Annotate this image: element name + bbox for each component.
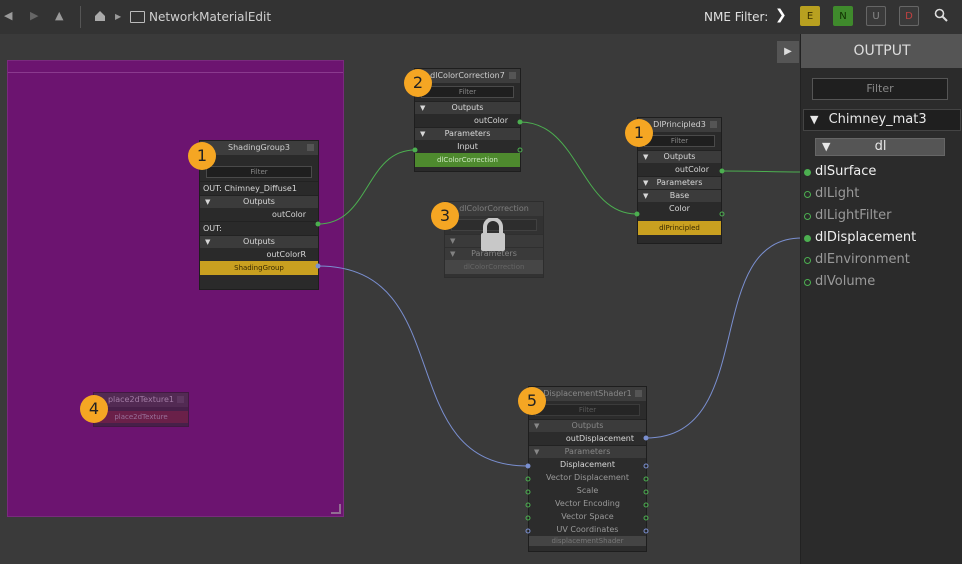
- node-filter-input[interactable]: Filter: [206, 166, 312, 178]
- node-footer: displacementShader: [529, 536, 646, 546]
- connector-dot-icon[interactable]: [804, 279, 811, 286]
- output-label: dlEnvironment: [815, 252, 910, 267]
- node-output-label: OUT: Chimney_Diffuse1: [200, 181, 318, 195]
- param-displacement[interactable]: Displacement: [560, 460, 615, 469]
- output-label: dlSurface: [815, 164, 877, 179]
- filter-button-u[interactable]: U: [866, 6, 886, 26]
- triangle-down-icon: ▼: [822, 140, 831, 153]
- connector-dot-icon[interactable]: [804, 191, 811, 198]
- node-section-parameters: ▼Parameters: [638, 176, 721, 189]
- node-footer: dlPrincipled: [638, 221, 721, 235]
- forward-icon[interactable]: ▶: [30, 9, 39, 22]
- node-place2d-texture[interactable]: place2dTexture1 place2dTexture: [93, 392, 189, 427]
- output-dllight[interactable]: dlLight: [804, 186, 860, 201]
- param-scale[interactable]: Scale: [576, 486, 599, 495]
- node-section-parameters: ▼Parameters: [529, 445, 646, 458]
- node-filter-input[interactable]: Filter: [644, 135, 715, 147]
- resize-handle-icon[interactable]: [331, 504, 341, 514]
- node-section-parameters: ▼Parameters: [415, 127, 520, 140]
- output-label: dlVolume: [815, 274, 876, 289]
- port-out-color[interactable]: outColor: [474, 116, 508, 125]
- breadcrumb[interactable]: NetworkMaterialEdit: [149, 10, 272, 24]
- chevron-right-icon[interactable]: ❯: [775, 7, 787, 23]
- output-label: dlLight: [815, 186, 860, 201]
- param-uv-coordinates[interactable]: UV Coordinates: [556, 525, 619, 534]
- node-footer: dlColorCorrection: [415, 153, 520, 167]
- connector-dot-icon[interactable]: [804, 235, 811, 242]
- output-dlvolume[interactable]: dlVolume: [804, 274, 876, 289]
- output-group-chimney[interactable]: ▼ Chimney_mat3: [803, 109, 961, 131]
- node-principled3[interactable]: DlPrincipled3 Filter ▼Outputs outColor ▼…: [637, 117, 722, 244]
- node-section-outputs: ▼Outputs: [529, 419, 646, 432]
- up-icon[interactable]: ▲: [55, 9, 64, 22]
- port-out-color[interactable]: outColor: [675, 165, 709, 174]
- number-badge: 5: [518, 387, 546, 415]
- number-badge: 1: [188, 142, 216, 170]
- node-title: DlPrincipled3: [638, 118, 721, 132]
- lock-icon: [481, 218, 505, 251]
- node-section-outputs: ▼Outputs: [200, 235, 318, 248]
- output-dlenvironment[interactable]: dlEnvironment: [804, 252, 910, 267]
- nme-filter-label: NME Filter:: [704, 10, 769, 24]
- number-badge: 2: [404, 69, 432, 97]
- node-section-outputs: ▼Outputs: [200, 195, 318, 208]
- node-footer: ShadingGroup: [200, 261, 318, 275]
- output-dllightfilter[interactable]: dlLightFilter: [804, 208, 892, 223]
- node-title: DisplacementShader1: [529, 387, 646, 401]
- filter-button-e[interactable]: E: [800, 6, 820, 26]
- number-badge: 1: [625, 119, 653, 147]
- node-section-outputs: ▼Outputs: [638, 150, 721, 163]
- param-vector-encoding[interactable]: Vector Encoding: [555, 499, 620, 508]
- connector-dot-icon[interactable]: [804, 257, 811, 264]
- number-badge: 3: [431, 202, 459, 230]
- output-dlsurface[interactable]: dlSurface: [804, 164, 877, 179]
- output-panel: OUTPUT Filter ▼ Chimney_mat3 ▼ dl dlSurf…: [800, 34, 962, 564]
- triangle-down-icon: ▼: [810, 113, 819, 126]
- port-out-color-r[interactable]: outColorR: [266, 250, 306, 259]
- param-vector-space[interactable]: Vector Space: [561, 512, 614, 521]
- port-color[interactable]: Color: [669, 204, 690, 213]
- node-section-base: ▼Base: [638, 189, 721, 202]
- node-title: ShadingGroup3: [200, 141, 318, 155]
- connector-dot-icon[interactable]: [804, 169, 811, 176]
- search-icon[interactable]: [934, 8, 948, 22]
- toolbar-divider: [80, 6, 81, 28]
- back-icon[interactable]: ◀: [4, 9, 13, 22]
- port-out-displacement[interactable]: outDisplacement: [565, 434, 634, 443]
- output-dldisplacement[interactable]: dlDisplacement: [804, 230, 917, 245]
- output-label: dlLightFilter: [815, 208, 892, 223]
- expand-panel-icon[interactable]: ▶: [777, 41, 799, 63]
- node-footer: place2dTexture: [94, 411, 188, 423]
- node-title: dlColorCorrection7: [415, 69, 520, 83]
- output-group-dl[interactable]: ▼ dl: [815, 138, 945, 156]
- node-footer: dlColorCorrection: [445, 260, 543, 274]
- param-vector-displacement[interactable]: Vector Displacement: [545, 473, 630, 482]
- port-input[interactable]: Input: [457, 142, 478, 151]
- folder-icon: [130, 11, 145, 23]
- node-shading-group[interactable]: ShadingGroup3 Filter OUT: Chimney_Diffus…: [199, 140, 319, 290]
- node-filter-input[interactable]: Filter: [535, 404, 640, 416]
- filter-button-d[interactable]: D: [899, 6, 919, 26]
- node-section-outputs: ▼Outputs: [415, 101, 520, 114]
- output-filter-input[interactable]: Filter: [812, 78, 948, 100]
- breadcrumb-arrow-icon: ▶: [115, 12, 122, 21]
- connector-dot-icon[interactable]: [804, 213, 811, 220]
- node-title: place2dTexture1: [94, 393, 188, 407]
- output-label: dlDisplacement: [815, 230, 917, 245]
- node-output-label: OUT: Chimney_Displacement1: [200, 221, 318, 246]
- filter-button-n[interactable]: N: [833, 6, 853, 26]
- port-out-color[interactable]: outColor: [272, 210, 306, 219]
- toolbar: ◀ ▶ ▲ ▶ NetworkMaterialEdit NME Filter: …: [0, 0, 962, 34]
- home-icon[interactable]: [94, 10, 106, 22]
- output-header: OUTPUT: [801, 34, 962, 68]
- node-color-correction7[interactable]: dlColorCorrection7 Filter ▼Outputs outCo…: [414, 68, 521, 172]
- number-badge: 4: [80, 395, 108, 423]
- node-displacement-shader[interactable]: DisplacementShader1 Filter ▼Outputs outD…: [528, 386, 647, 552]
- node-filter-input[interactable]: Filter: [421, 86, 514, 98]
- node-title: dlColorCorrection: [445, 202, 543, 216]
